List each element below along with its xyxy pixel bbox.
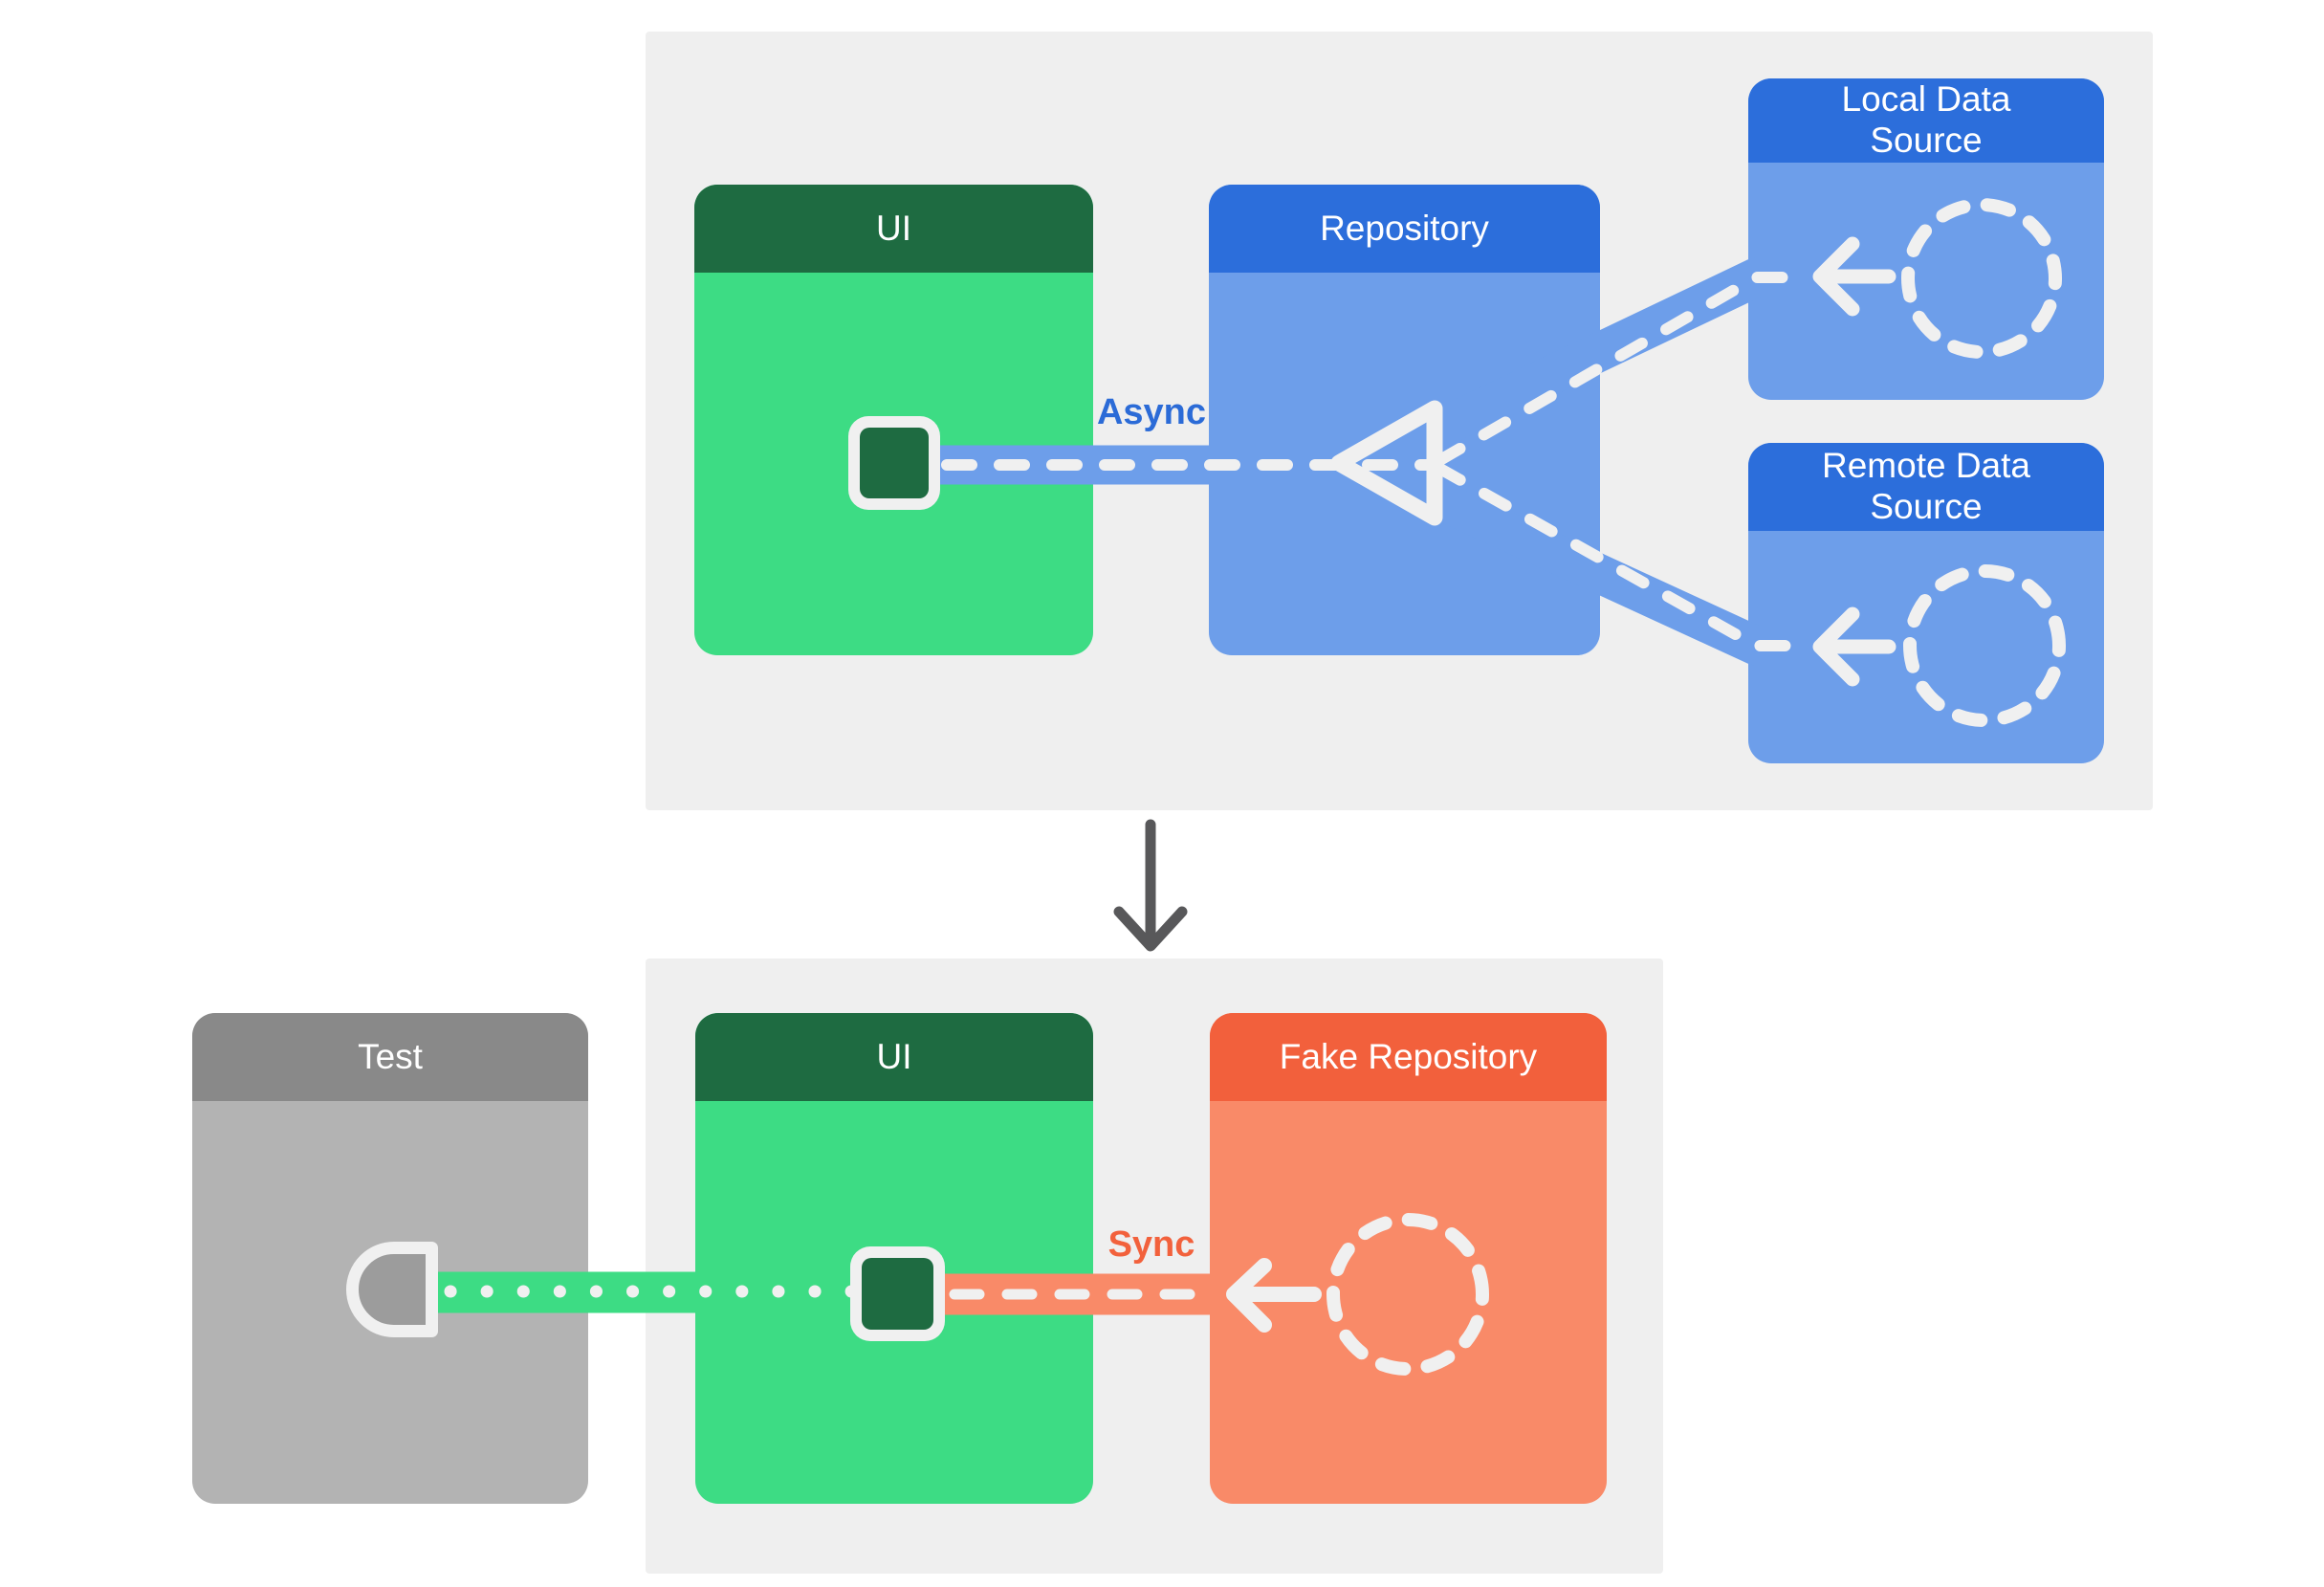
async-label: Async bbox=[1096, 392, 1207, 432]
fake-repository-card: Fake Repository bbox=[1210, 1013, 1607, 1504]
repository-card: Repository bbox=[1209, 185, 1600, 655]
local-data-source-title: Local Data Source bbox=[1841, 79, 2011, 160]
ui-card-bottom: UI bbox=[695, 1013, 1093, 1504]
fake-repository-header: Fake Repository bbox=[1210, 1013, 1607, 1101]
remote-data-source-title: Remote Data Source bbox=[1822, 446, 2030, 526]
ui-card: UI bbox=[694, 185, 1093, 655]
ui-card-bottom-header: UI bbox=[695, 1013, 1093, 1101]
ui-card-bottom-title: UI bbox=[876, 1036, 912, 1076]
test-card-header: Test bbox=[192, 1013, 588, 1101]
repository-card-title: Repository bbox=[1320, 208, 1489, 248]
ui-card-title: UI bbox=[876, 208, 911, 248]
sync-label: Sync bbox=[1107, 1224, 1195, 1265]
remote-data-source-header: Remote Data Source bbox=[1748, 443, 2104, 531]
test-card: Test bbox=[192, 1013, 588, 1504]
repository-card-header: Repository bbox=[1209, 185, 1600, 273]
remote-data-source-card: Remote Data Source bbox=[1748, 443, 2104, 763]
down-arrow-icon bbox=[1113, 906, 1188, 952]
fake-repository-title: Fake Repository bbox=[1279, 1036, 1538, 1076]
local-data-source-card: Local Data Source bbox=[1748, 78, 2104, 400]
local-data-source-header: Local Data Source bbox=[1748, 78, 2104, 163]
ui-card-header: UI bbox=[694, 185, 1093, 273]
test-card-title: Test bbox=[358, 1036, 423, 1076]
